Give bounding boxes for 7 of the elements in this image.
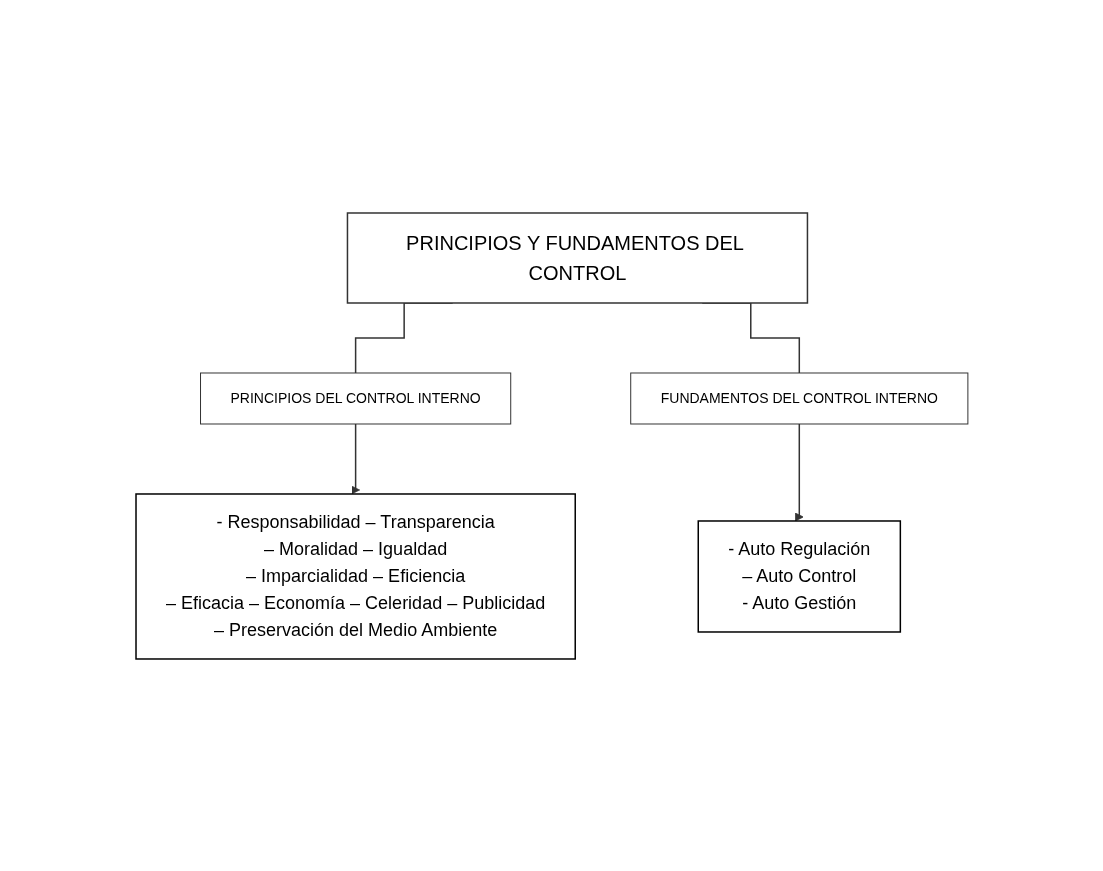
node-box: FUNDAMENTOS DEL CONTROL INTERNO	[629, 372, 968, 424]
node-box: PRINCIPIOS Y FUNDAMENTOS DEL CONTROL	[346, 211, 808, 304]
node-box: PRINCIPIOS DEL CONTROL INTERNO	[199, 372, 511, 424]
node-box: - Auto Regulación – Auto Control - Auto Gestión	[697, 519, 901, 633]
arrow	[794, 422, 804, 521]
arrow	[350, 422, 360, 494]
node-box: - Responsabilidad – Transparencia – Moralidad – Igualdad – Imparcialidad – Eficiencia – Eficacia – Economía – Celeridad – Publicidad – Preservación del Medio Ambiente	[134, 492, 576, 660]
